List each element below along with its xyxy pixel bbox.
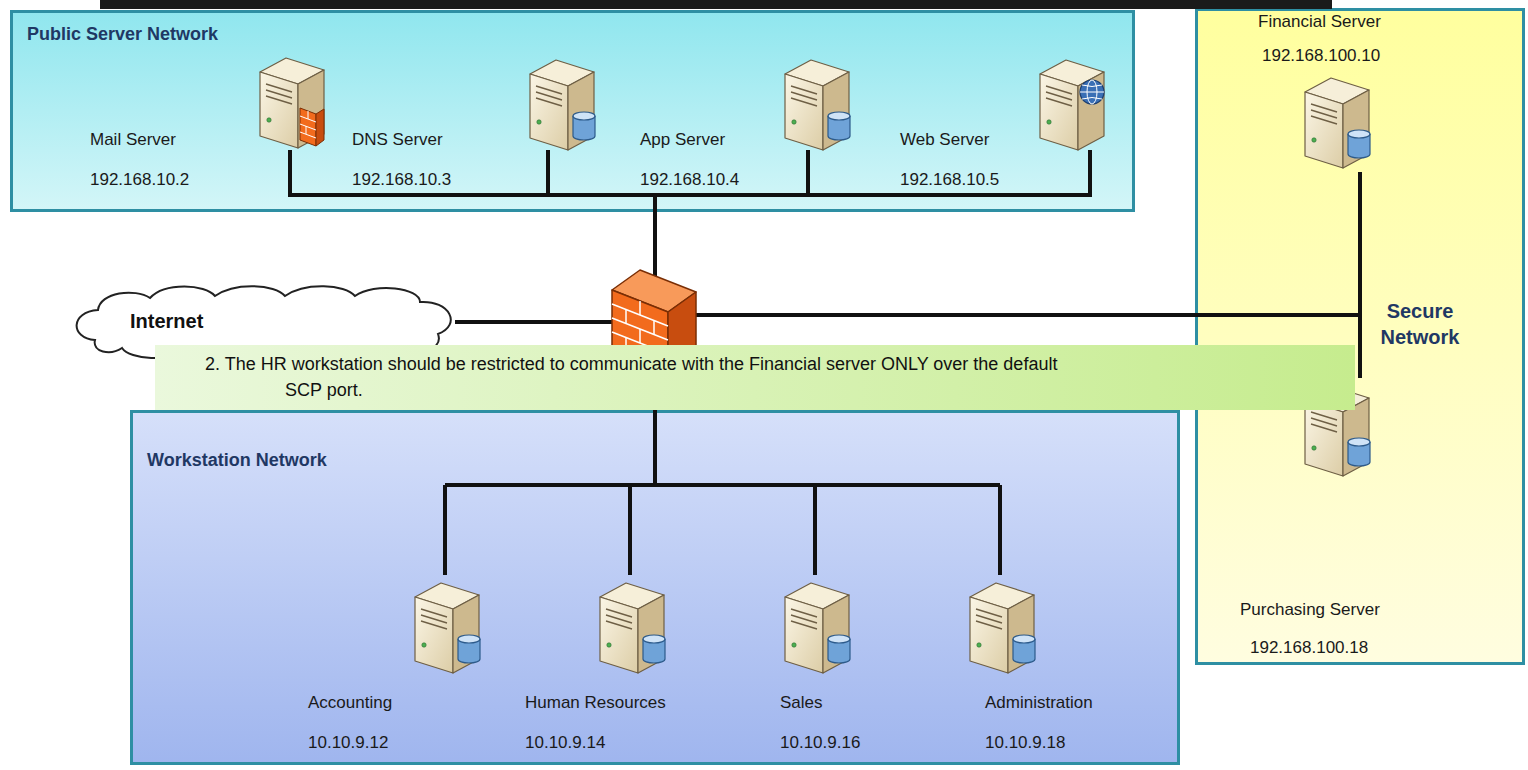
ip-address: 10.10.9.18 [985,733,1065,753]
node-label: Secure Network [1367,298,1473,350]
workstation-node: Accounting 10.10.9.12 [300,570,485,760]
ip-address: 192.168.10.2 [90,170,189,190]
server-node: DNS Server 192.168.10.3 [345,48,600,198]
server-node: Purchasing Server 192.168.100.18 [1235,378,1415,664]
ip-address: 10.10.9.12 [308,733,388,753]
note-banner: 2. The HR workstation should be restrict… [155,345,1355,410]
node-label: 2. The HR workstation should be restrict… [285,351,1095,403]
secure-network-band: Secure Network Financial Server 192.168.10… [1195,8,1525,665]
node-label: Web Server [900,130,989,150]
node-label: Accounting [308,693,392,713]
ip-address: 10.10.9.14 [525,733,605,753]
node-label: Human Resources [525,693,666,713]
ip-address: 192.168.10.5 [900,170,999,190]
workstation-node: Administration 10.10.9.18 [955,570,1145,760]
firewall-icon [612,270,696,380]
ip-address: 192.168.100.18 [1250,638,1368,658]
node-label: Purchasing Server [1240,600,1380,620]
server-node: Mail Server 192.168.10.2 [85,48,335,198]
title-bar [100,0,1332,9]
server-node: Web Server 192.168.10.5 [895,48,1115,198]
node-label: Internet [130,311,203,331]
node-label: App Server [640,130,725,150]
network-band: Workstation NetworkAccounting 10.10.9.12 H… [130,410,1180,765]
ip-address: 192.168.100.10 [1262,46,1380,66]
internet-cloud [77,286,451,359]
server-node: App Server 192.168.10.4 [635,48,860,198]
network-band: Public Server NetworkMail Server 192.168.… [10,10,1135,212]
node-label: Mail Server [90,130,176,150]
server-icons [260,58,1370,673]
network-link [1358,172,1362,378]
node-label: Workstation Network [147,450,327,470]
node-label: Public Server Network [27,24,218,44]
workstation-node: Human Resources 10.10.9.14 [520,570,725,760]
ip-address: 192.168.10.3 [352,170,451,190]
server-node: Financial Server 192.168.100.10 [1250,12,1410,172]
ip-address: 10.10.9.16 [780,733,860,753]
network-wires [290,150,1360,575]
ip-address: 192.168.10.4 [640,170,739,190]
node-label: DNS Server [352,130,443,150]
node-label: Sales [780,693,823,713]
node-label: Financial Server [1258,12,1381,32]
workstation-node: Sales 10.10.9.16 [770,570,880,760]
node-label: Administration [985,693,1093,713]
